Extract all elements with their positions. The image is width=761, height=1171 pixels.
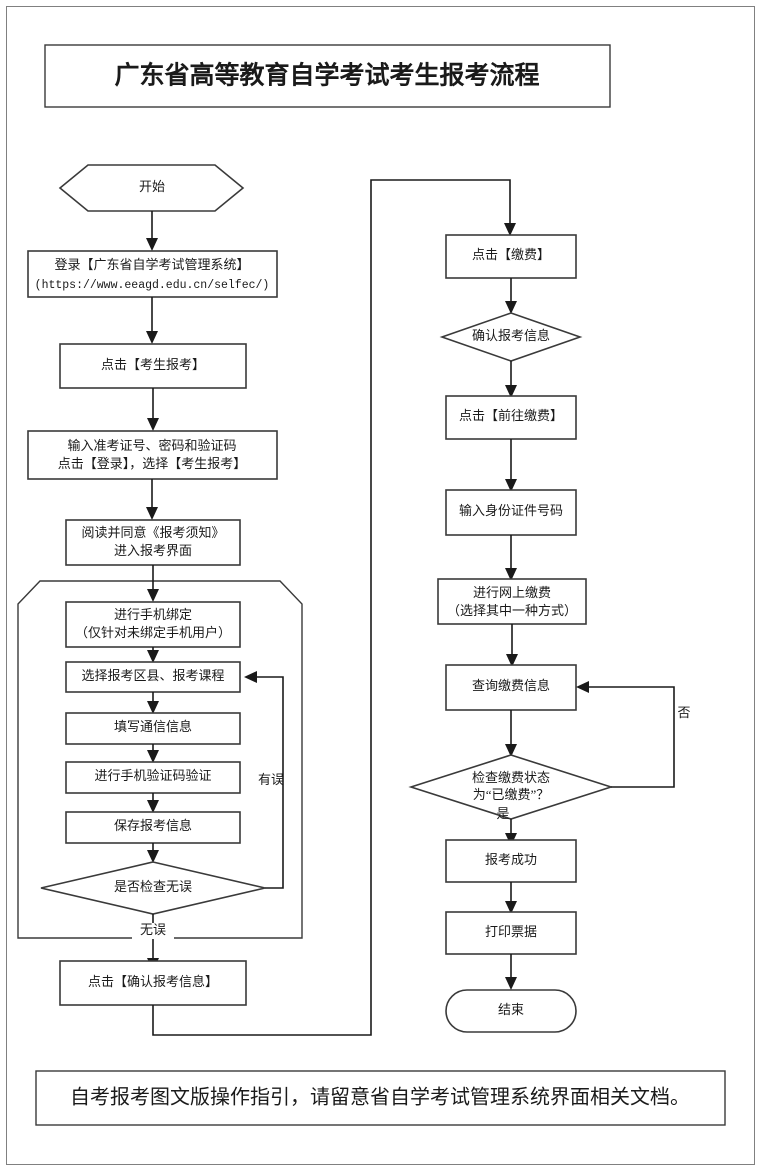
- edge-label-noerror: 无误: [140, 922, 166, 937]
- arrowhead-save-check: [147, 850, 159, 863]
- node-print-receipt-label: 打印票据: [485, 924, 537, 939]
- title-box: [44, 44, 611, 108]
- arrowhead-inputid-onlinepay: [505, 568, 517, 581]
- node-input-cred-shape: [27, 430, 278, 480]
- node-verify-sms-label: 进行手机验证码验证: [94, 768, 211, 783]
- edge-label-error: 有误: [258, 772, 284, 787]
- node-click-baokao-shape: [59, 343, 247, 389]
- page-title: 广东省高等教育自学考试考生报考流程: [114, 61, 539, 90]
- arrowhead-bind-select: [147, 650, 159, 663]
- node-confirm-info-label: 点击【确认报考信息】: [88, 974, 218, 989]
- node-input-id-shape: [445, 489, 577, 536]
- registration-group-box: [17, 580, 303, 939]
- arrowhead-pay-confirmexam: [505, 301, 517, 314]
- node-online-pay-label2: （选择其中一种方式）: [447, 603, 577, 618]
- arrowhead-login-click: [146, 331, 158, 344]
- arrowhead-no-query: [576, 681, 589, 693]
- arrowhead-print-end: [505, 977, 517, 990]
- node-save-info-shape: [65, 811, 241, 844]
- arrowhead-contact-sms: [147, 750, 159, 763]
- edge-label-noerror-bg: [132, 923, 174, 939]
- arrowhead-notice-bind: [147, 589, 159, 602]
- arrowhead-cred-notice: [146, 507, 158, 520]
- node-input-id-label: 输入身份证件号码: [459, 503, 563, 518]
- node-bind-phone-label: 进行手机绑定: [114, 607, 192, 622]
- node-click-pay-shape: [445, 234, 577, 279]
- node-read-notice-label: 阅读并同意《报考须知》: [81, 525, 224, 540]
- node-select-course-shape: [65, 661, 241, 693]
- node-start-label: 开始: [139, 179, 165, 194]
- node-login-shape: [27, 250, 278, 298]
- arrowhead-select-contact: [147, 701, 159, 714]
- node-goto-pay-label: 点击【前往缴费】: [459, 408, 563, 423]
- node-login-url: (https://www.eeagd.edu.cn/selfec/): [35, 279, 270, 292]
- arrowhead-start-login: [146, 238, 158, 251]
- arrowhead-confirm-pay: [504, 223, 516, 236]
- node-verify-sms-shape: [65, 761, 241, 794]
- node-input-cred-label: 输入准考证号、密码和验证码: [67, 438, 236, 453]
- node-success-label: 报考成功: [485, 852, 537, 867]
- node-start-shape: [58, 164, 245, 212]
- node-fill-contact-label: 填写通信信息: [114, 719, 192, 734]
- node-confirm-info-shape: [59, 960, 247, 1006]
- node-end-label: 结束: [498, 1002, 524, 1017]
- node-click-pay-label: 点击【缴费】: [472, 247, 550, 262]
- node-check-paid-label2: 为“已缴费”？: [473, 787, 550, 802]
- node-fill-contact-shape: [65, 712, 241, 745]
- node-select-course-label: 选择报考区县、报考课程: [81, 668, 224, 683]
- arrowhead-error-select: [244, 671, 257, 683]
- node-confirm-exam-label: 确认报考信息: [472, 328, 550, 343]
- arrowhead-confirmexam-goto: [505, 385, 517, 398]
- footer-note: 自考报考图文版操作指引，请留意省自学考试管理系统界面相关文档。: [70, 1086, 690, 1109]
- arrowhead-sms-save: [147, 800, 159, 813]
- node-check-ok-label: 是否检查无误: [114, 879, 192, 894]
- arrowhead-click-cred: [147, 418, 159, 431]
- arrowhead-query-checkpaid: [505, 744, 517, 757]
- node-print-receipt-shape: [445, 911, 577, 955]
- node-click-baokao-label: 点击【考生报考】: [101, 357, 205, 372]
- edge-label-yes: 是: [496, 806, 509, 821]
- node-input-cred-label2: 点击【登录】，选择【考生报考】: [58, 456, 247, 471]
- arrowhead-success-print: [505, 901, 517, 914]
- edge-confirm-to-pay-path: [152, 179, 511, 1036]
- node-success-shape: [445, 839, 577, 883]
- node-read-notice-shape: [65, 519, 241, 566]
- node-bind-phone-label2: （仅针对未绑定手机用户）: [75, 625, 231, 640]
- node-check-paid-label: 检查缴费状态: [472, 770, 550, 785]
- edge-check-error-path: [252, 676, 284, 889]
- page-border: [6, 6, 755, 1165]
- node-login-label: 登录【广东省自学考试管理系统】: [54, 257, 249, 272]
- footer-box: [35, 1070, 726, 1126]
- node-query-pay-shape: [445, 664, 577, 711]
- node-end-shape: [445, 989, 577, 1033]
- edge-label-no: 否: [677, 705, 690, 720]
- arrowhead-onlinepay-query: [506, 654, 518, 667]
- node-query-pay-label: 查询缴费信息: [472, 678, 550, 693]
- arrowhead-goto-inputid: [505, 479, 517, 492]
- node-save-info-label: 保存报考信息: [114, 818, 192, 833]
- node-goto-pay-shape: [445, 395, 577, 440]
- edge-checkpaid-no-path: [584, 686, 675, 788]
- node-read-notice-label2: 进入报考界面: [114, 543, 192, 558]
- node-bind-phone-shape: [65, 601, 241, 648]
- node-online-pay-label: 进行网上缴费: [473, 585, 551, 600]
